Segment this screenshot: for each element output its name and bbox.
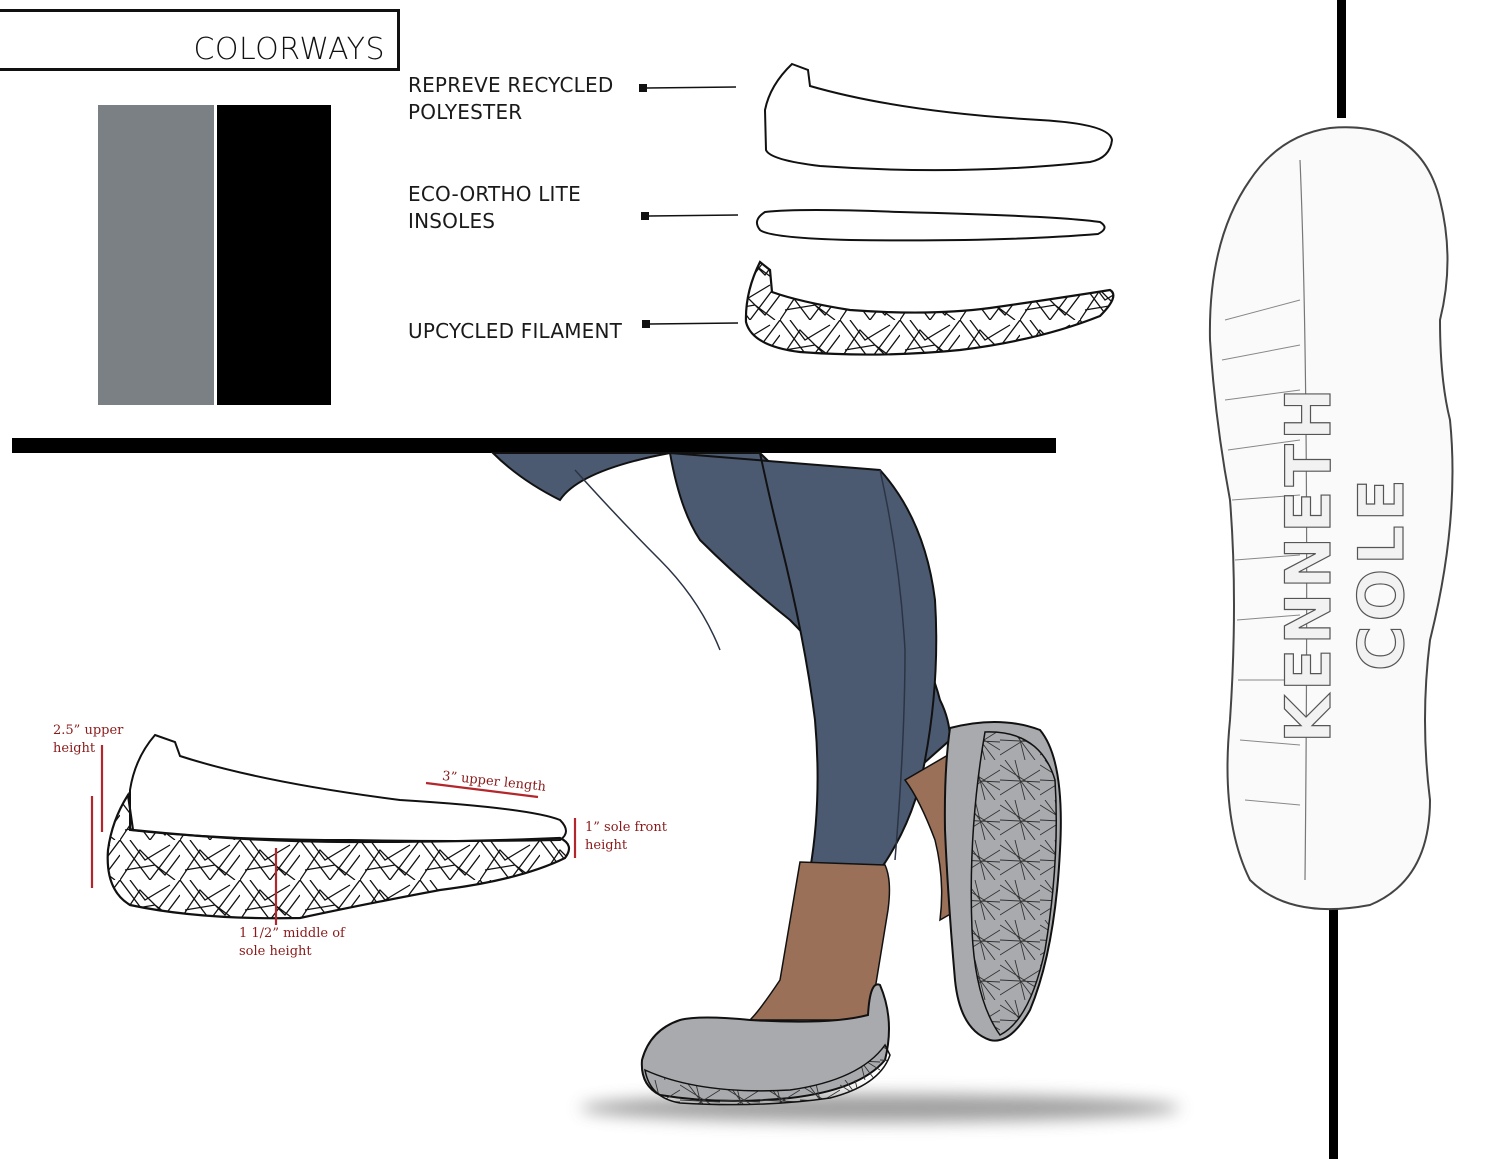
title-box: COLORWAYS: [0, 9, 400, 71]
insole-drawing: [755, 209, 1106, 242]
material-line: REPREVE RECYCLED: [408, 73, 614, 97]
measure-line: height: [585, 838, 628, 853]
material-label-filament: UPCYCLED FILAMENT: [408, 318, 622, 345]
swatch-black: [217, 105, 331, 405]
sole-drawing: [744, 260, 1115, 356]
material-line: INSOLES: [408, 209, 496, 233]
measured-shoe-sole: [106, 791, 571, 920]
measure-upper-height: 2.5” upper height: [53, 722, 123, 758]
horizontal-divider: [12, 438, 1056, 453]
leader-line-polyester: [639, 84, 737, 92]
measure-sole-front: 1” sole front height: [585, 819, 667, 855]
measure-line: height: [53, 741, 96, 756]
swatch-gray: [98, 105, 214, 405]
leader-line-filament: [642, 320, 739, 328]
material-line: POLYESTER: [408, 100, 523, 124]
measurement-lines: [90, 745, 577, 925]
right-divider-top: [1337, 0, 1346, 118]
measure-line: 2.5” upper: [53, 723, 124, 738]
right-divider-bottom: [1329, 905, 1338, 1159]
sole-logo-text: KENNETH COLE: [1271, 384, 1418, 744]
measure-sole-middle: 1 1/2” middle of sole height: [239, 925, 345, 961]
material-label-insoles: ECO-ORTHO LITE INSOLES: [408, 181, 581, 235]
outsole-drawing: [1208, 126, 1454, 911]
legs-illustration: [490, 451, 1180, 1122]
page-title: COLORWAYS: [193, 32, 385, 67]
material-line: ECO-ORTHO LITE: [408, 182, 581, 206]
material-label-polyester: REPREVE RECYCLED POLYESTER: [408, 72, 613, 126]
measure-line: sole height: [239, 944, 312, 959]
material-line: UPCYCLED FILAMENT: [408, 319, 623, 343]
leader-line-insoles: [641, 212, 739, 220]
measure-line: 1” sole front: [585, 820, 667, 835]
sole-logo: KENNETH COLE: [1271, 384, 1418, 744]
measure-line: 1 1/2” middle of: [239, 926, 345, 941]
shoe-upper-drawing: [763, 62, 1114, 172]
